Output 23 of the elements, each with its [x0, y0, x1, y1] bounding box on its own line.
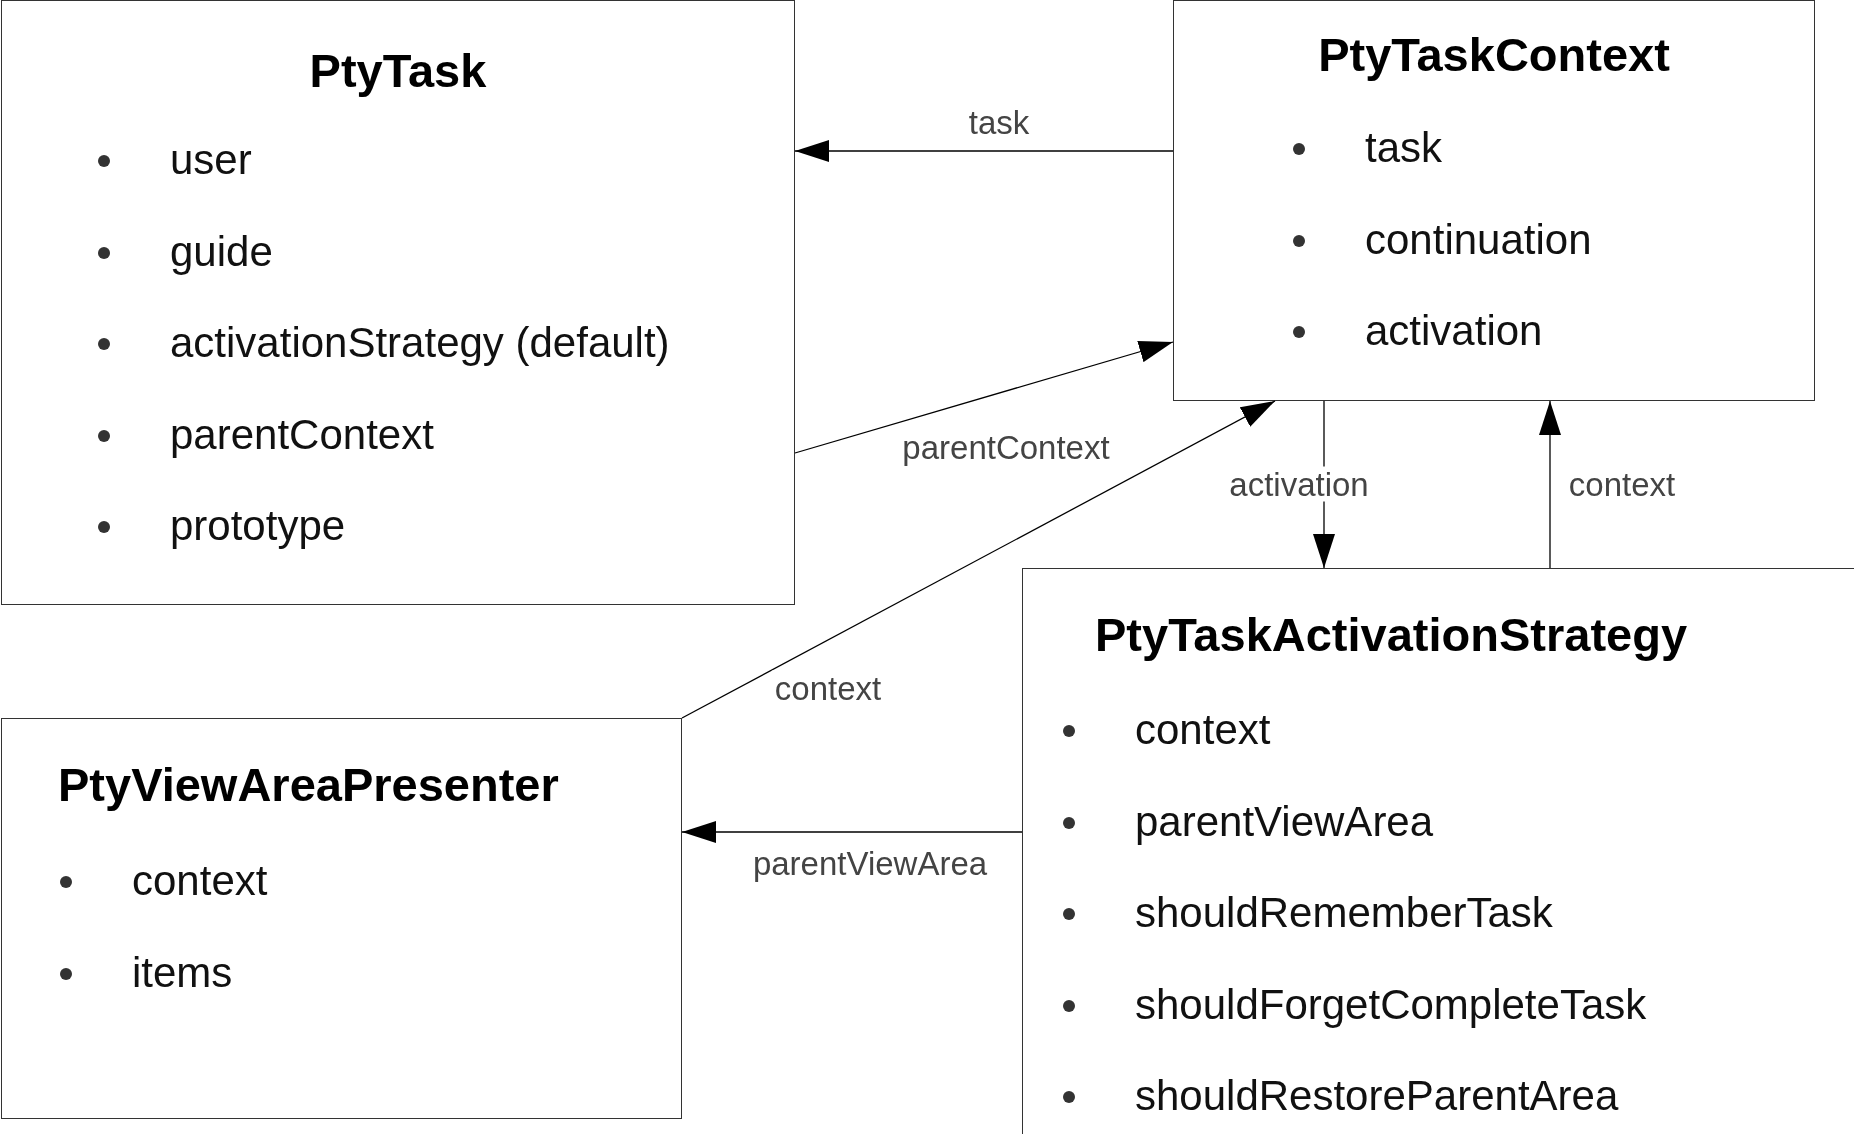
field-name: shouldRestoreParentArea [1135, 1075, 1619, 1118]
field-name: activation [1365, 310, 1543, 353]
arrow [794, 140, 1174, 162]
field-name: shouldForgetCompleteTask [1135, 983, 1647, 1026]
field-name: parentContext [170, 413, 434, 456]
field-name: user [170, 139, 252, 181]
arrow [681, 821, 1023, 843]
arrow [681, 400, 1276, 719]
class-box [1, 718, 682, 1119]
field-name: context [132, 860, 268, 902]
class-box [1173, 0, 1815, 401]
class-box [1022, 568, 1854, 1134]
field-name: context [1135, 709, 1271, 751]
arrow [1539, 400, 1561, 569]
field-name: prototype [170, 505, 346, 548]
field-name: continuation [1365, 218, 1592, 261]
field-name: activationStrategy (default) [170, 322, 670, 365]
class-box [1, 0, 795, 605]
field-name: items [132, 951, 233, 994]
field-name: shouldRememberTask [1135, 892, 1553, 935]
field-name: task [1365, 127, 1443, 169]
field-name: guide [170, 230, 273, 273]
field-name: parentViewArea [1135, 800, 1434, 843]
